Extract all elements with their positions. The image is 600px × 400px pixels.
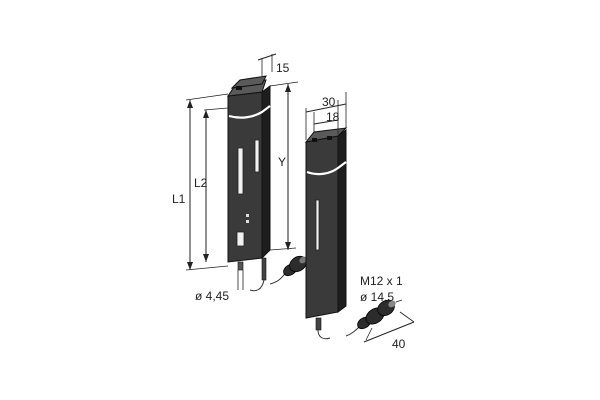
- label-width-15: 15: [276, 61, 290, 75]
- label-Y: Y: [278, 155, 286, 169]
- right-connector: [345, 299, 396, 337]
- right-sensor-window: [315, 199, 320, 251]
- label-connector-diameter: ø 14,5: [360, 290, 394, 304]
- dimension-lines: [185, 53, 415, 343]
- label-thread: M12 x 1: [360, 274, 403, 288]
- left-connector: [269, 255, 307, 285]
- left-sensor: [226, 75, 271, 292]
- right-sensor: [304, 127, 348, 340]
- label-cable-diameter: ø 4,45: [195, 289, 229, 303]
- label-width-18: 18: [326, 110, 340, 124]
- label-connector-length: 40: [392, 337, 406, 351]
- label-L1: L1: [172, 192, 186, 206]
- label-width-30: 30: [322, 95, 336, 109]
- left-sensor-window: [237, 147, 244, 195]
- label-L2: L2: [194, 176, 208, 190]
